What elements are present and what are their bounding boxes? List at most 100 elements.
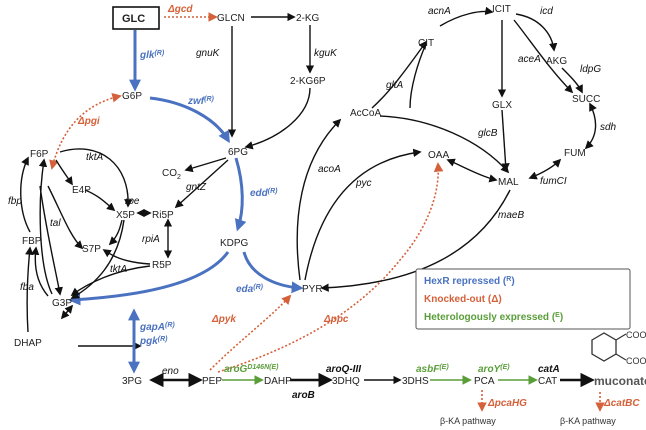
edge-accoa-mal [379,115,510,174]
enz-aroy: aroY(E) [478,364,510,375]
met-s7p: S7P [82,244,101,255]
legend-box [415,268,631,330]
enz-tkta-1: tktA [86,152,104,163]
edge-cit-icit [439,6,494,27]
enz-sdh: sdh [600,122,617,133]
edge-succ-fum [584,102,597,150]
edge-dhap-g3p [60,304,74,320]
met-kdpg: KDPG [220,238,249,249]
edge-r5p-s7p [102,249,151,265]
met-oaa: OAA [428,150,449,161]
met-bka-2: β-KA pathway [560,416,616,426]
enz-tal: tal [50,218,61,229]
enz-glk: glk(R) [139,50,165,61]
edge-e4p-x5p [84,189,116,212]
edge-mal-pyr [320,189,511,292]
ko-pgi: Δpgi [77,116,100,127]
edge-f6p-x5p [59,148,133,208]
met-muconate: muconate [594,374,646,388]
edge-6pg-kdpg [234,157,247,232]
edge-pep-oaa [217,162,444,373]
edge-icit-succ [513,19,574,94]
enz-fumci: fumCI [540,176,567,187]
met-ri5p: Ri5P [152,210,174,221]
met-co2: CO2 [162,168,181,181]
enzyme-labels: gnuK kguK tktA rpe gntZ tal rpiA tktA fb… [8,6,617,401]
edge-g3p-f6p [38,158,53,295]
met-glcn: GLCN [217,13,245,24]
ko-ppc: Δppc [323,314,349,325]
edge-g6p-f6p [49,93,122,170]
edge-pyr-accoa [296,118,342,281]
enz-zwf: zwf(R) [187,96,214,107]
edge-pep-pyr [209,294,292,371]
legend-ko: Knocked-out (Δ) [424,294,502,305]
enz-gapa: gapA(R) [139,322,175,333]
enz-maeb: maeB [498,210,524,221]
edge-kdpg-pyr [242,251,304,294]
met-mal: MAL [498,177,519,188]
met-fum: FUM [564,148,586,159]
enz-rpia: rpiA [142,234,160,245]
enz-kguk: kguK [314,48,338,59]
met-dhap: DHAP [14,338,42,349]
enz-pgk: pgk(R) [139,336,168,347]
enz-fba: fba [20,282,34,293]
hexr-labels: glk(R) zwf(R) edd(R) eda(R) gapA(R) pgk(… [139,50,278,347]
met-g3p: G3P [52,298,72,309]
enz-ldpg: ldpG [580,64,601,75]
enz-glta: gltA [386,80,404,91]
enz-glcb: glcB [478,128,498,139]
edge-dhap-fbp [25,246,34,333]
met-6pg: 6PG [228,147,248,158]
enz-cata: catA [538,364,560,375]
edge-s7p-x5p [108,219,123,246]
coo-label-1: COO- [626,329,646,340]
enz-rpe: rpe [125,196,140,207]
met-r5p: R5P [152,260,172,271]
edge-x5p-g3p [70,219,125,299]
legend-hexr: HexR repressed (R) [424,276,515,287]
enz-acna: acnA [428,6,451,17]
heterologous-labels: aroGD146N(E) asbF(E) aroY(E) [224,364,510,375]
met-glc: GLC [122,13,145,25]
enz-pyc: pyc [355,178,372,189]
enz-acoa: acoA [318,164,341,175]
legend-het: Heterologously expressed (E) [424,312,563,323]
metabolite-labels: GLC GLCN 2-KG 2-KG6P G6P 6PG CO2 F6P E4P… [14,4,646,426]
met-akg: AKG [546,56,567,67]
met-2kg6p: 2-KG6P [290,76,326,87]
met-2kg: 2-KG [296,13,320,24]
met-icit: ICIT [492,4,511,15]
enz-icd: icd [540,6,553,17]
enz-asbf: asbF(E) [416,364,449,375]
ko-pcahg: ΔpcaHG [487,398,527,409]
enz-tkta-2: tktA [110,264,128,275]
enz-edd: edd(R) [250,188,278,199]
ko-gcd: Δgcd [167,4,193,15]
edge-icit-akg [515,13,558,52]
enz-gnuk: gnuK [196,48,221,59]
edge-mal-oaa [446,158,498,183]
met-pyr: PYR [302,284,323,295]
edge-akg-succ [561,67,583,94]
ko-catbc: ΔcatBC [603,398,640,409]
enz-eda: eda(R) [236,284,264,295]
edge-2kg6p-6pg [244,87,311,150]
glc-box [112,6,160,30]
coo-label-2: COO- [626,355,646,366]
met-3dhq: 3DHQ [332,376,360,387]
met-succ: SUCC [572,94,600,105]
enz-acea: aceA [518,54,541,65]
edge-6pg-co2 [184,157,227,173]
met-x5p: X5P [116,210,135,221]
enz-arog: aroGD146N(E) [224,364,279,375]
met-e4p: E4P [72,185,91,196]
edge-pyr-oaa [304,148,422,281]
knockout-labels: Δgcd Δpgi Δpyk Δppc ΔpcaHG ΔcatBC [77,4,640,409]
enz-arob: aroB [292,390,315,401]
edge-glx-mal [501,109,510,172]
edge-oaa-cit [409,43,427,109]
edge-accoa-cit [371,40,427,109]
